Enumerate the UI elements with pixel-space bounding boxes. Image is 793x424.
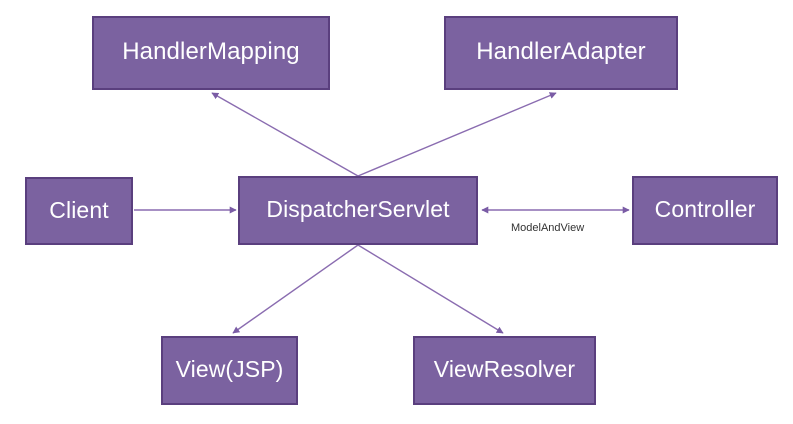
node-controller[interactable]: Controller — [632, 176, 778, 245]
node-client[interactable]: Client — [25, 177, 133, 245]
node-label-view-jsp: View(JSP) — [175, 356, 284, 382]
node-label-view-resolver: ViewResolver — [433, 356, 576, 382]
node-label-dispatcher-servlet: DispatcherServlet — [266, 196, 450, 222]
edge-dispatcher-to-handler-mapping — [211, 92, 359, 177]
node-label-handler-adapter: HandlerAdapter — [476, 38, 646, 65]
node-label-controller: Controller — [654, 196, 756, 222]
edge-dispatcher-to-view-jsp — [232, 244, 359, 334]
node-view-jsp[interactable]: View(JSP) — [161, 336, 298, 405]
node-dispatcher-servlet[interactable]: DispatcherServlet — [238, 176, 478, 245]
edge-dispatcher-to-view-resolver — [357, 244, 504, 334]
node-view-resolver[interactable]: ViewResolver — [413, 336, 596, 405]
edge-dispatcher-to-handler-adapter — [357, 92, 557, 177]
node-handler-mapping[interactable]: HandlerMapping — [92, 16, 330, 90]
edge-label-modelandview: ModelAndView — [511, 222, 585, 234]
node-label-client: Client — [49, 196, 109, 223]
node-label-handler-mapping: HandlerMapping — [122, 38, 300, 65]
node-handler-adapter[interactable]: HandlerAdapter — [444, 16, 678, 90]
